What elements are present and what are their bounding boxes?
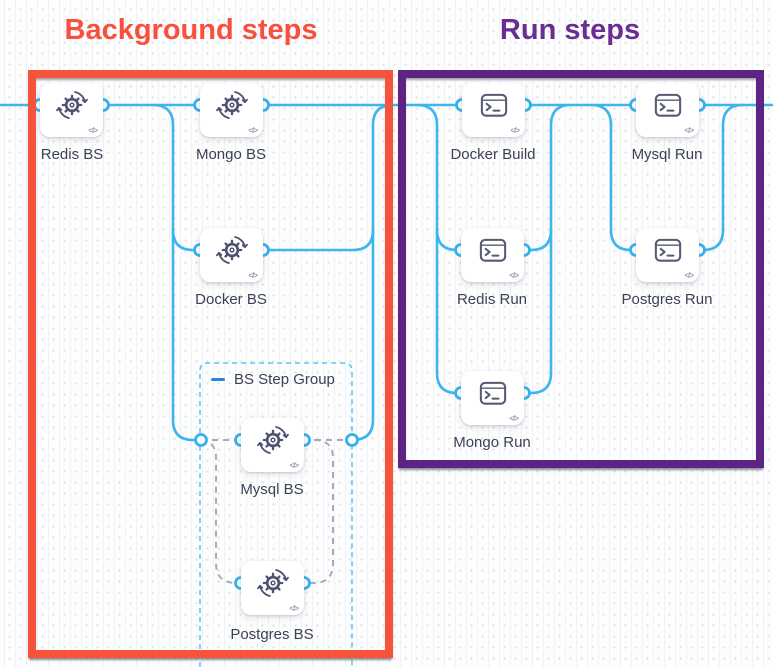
step-label-mysql-bs: Mysql BS — [240, 481, 304, 498]
port[interactable] — [345, 433, 359, 447]
step-node-postgres-run[interactable]: </> — [636, 228, 699, 282]
terminal-step-icon — [477, 91, 510, 121]
step-label-postgres-bs: Postgres BS — [230, 626, 314, 643]
port[interactable] — [194, 433, 208, 447]
terminal-step-icon — [476, 236, 509, 266]
background-step-icon — [55, 88, 89, 122]
code-badge: </> — [289, 604, 299, 613]
step-node-redis-run[interactable]: </> — [461, 228, 524, 282]
step-node-mysql-bs[interactable]: </> — [241, 418, 304, 472]
step-node-postgres-bs[interactable]: </> — [241, 561, 304, 615]
edge-group-in-postgres — [200, 439, 241, 584]
step-group-border[interactable] — [199, 362, 353, 667]
step-node-mysql-run[interactable]: </> — [636, 83, 699, 137]
edge-to-postgres-run — [589, 103, 638, 252]
edge-split-background — [151, 103, 202, 442]
step-label-docker-build: Docker Build — [450, 146, 536, 163]
run-steps-title: Run steps — [499, 14, 641, 46]
terminal-step-icon — [651, 236, 684, 266]
edge-merge-run-right — [697, 103, 745, 252]
step-label-mongo-bs: Mongo BS — [195, 146, 267, 163]
step-node-mongo-bs[interactable]: </> — [200, 83, 263, 137]
step-group-header[interactable]: BS Step Group — [211, 371, 335, 388]
code-badge: </> — [248, 271, 258, 280]
background-step-icon — [215, 233, 249, 267]
terminal-step-icon — [651, 91, 684, 121]
edge-to-docker-bs — [171, 228, 202, 252]
terminal-step-icon — [476, 379, 509, 409]
step-group-label: BS Step Group — [234, 371, 335, 388]
step-label-redis-bs: Redis BS — [40, 146, 104, 163]
step-label-redis-run: Redis Run — [456, 291, 528, 308]
step-node-mongo-run[interactable]: </> — [461, 371, 524, 425]
code-badge: </> — [248, 126, 258, 135]
code-badge: </> — [509, 271, 519, 280]
background-step-icon — [256, 423, 290, 457]
step-label-mysql-run: Mysql Run — [631, 146, 703, 163]
step-label-docker-bs: Docker BS — [195, 291, 267, 308]
edge-docker-bs-out — [261, 228, 375, 252]
step-node-redis-bs[interactable]: </> — [40, 83, 103, 137]
edge-postgres-merge — [304, 439, 334, 584]
step-label-mongo-run: Mongo Run — [453, 434, 531, 451]
step-node-docker-bs[interactable]: </> — [200, 228, 263, 282]
background-step-icon — [215, 88, 249, 122]
edge-split-run — [415, 103, 463, 395]
code-badge: </> — [510, 126, 520, 135]
edge-merge-background — [350, 103, 395, 442]
step-label-postgres-run: Postgres Run — [621, 291, 713, 308]
code-badge: </> — [684, 126, 694, 135]
edge-merge-run-left — [522, 103, 573, 395]
code-badge: </> — [289, 461, 299, 470]
code-badge: </> — [684, 271, 694, 280]
step-node-docker-build[interactable]: </> — [462, 83, 525, 137]
code-badge: </> — [509, 414, 519, 423]
code-badge: </> — [88, 126, 98, 135]
background-step-icon — [256, 566, 290, 600]
collapse-group-icon[interactable] — [211, 378, 225, 381]
background-steps-title: Background steps — [64, 14, 318, 46]
